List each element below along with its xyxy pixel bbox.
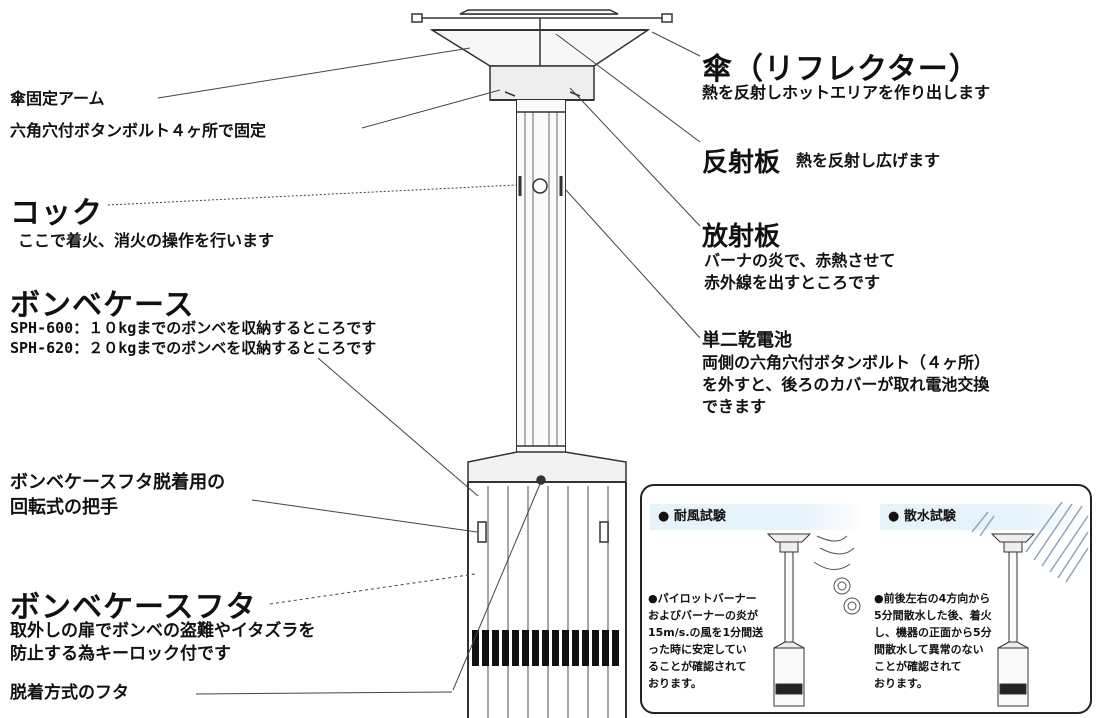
leader-handle (251, 499, 478, 533)
wind-test-desc: ●パイロットバーナー およびバーナーの炎が 15m/s.の風を1分間送 った時に… (648, 590, 763, 692)
leader-case (317, 357, 479, 497)
wind-test-header: ● 耐風試験 (650, 504, 864, 530)
wind-desc-line-5: ることが確認されて (648, 660, 747, 673)
test-illustrations (766, 501, 1089, 707)
heater-top-cap (411, 9, 673, 23)
wind-icon (813, 535, 861, 615)
mini-heater-water (990, 533, 1036, 707)
leader-reflector (555, 33, 701, 143)
case-line-sph620: SPH-620：２０kgまでのボンベを収納するところです (10, 339, 377, 357)
lid-desc-line-1: 取外しの扉でボンベの盗難やイタズラを (10, 621, 316, 641)
water-desc-line-5: ことが確認されて (874, 660, 962, 673)
heater-pole (516, 100, 566, 452)
radiator-title: 放射板 (702, 222, 781, 252)
leader-arm (157, 47, 471, 99)
handle-desc: ボンベケースフタ脱着用の 回転式の把手 (10, 470, 225, 520)
water-desc-line-3: し、機器の正面から5分 (874, 626, 992, 639)
handle-desc-line-1: ボンベケースフタ脱着用の (10, 472, 226, 493)
battery-desc-line-3: できます (702, 397, 767, 416)
arm-title: 傘固定アーム (10, 89, 105, 108)
handle-desc-line-2: 回転式の把手 (10, 497, 118, 518)
bombe-case-top (467, 451, 627, 485)
cock-valve (518, 176, 563, 196)
leader-detach-2 (452, 483, 541, 691)
leader-umbrella (651, 31, 701, 57)
umbrella-title: 傘（リフレクター） (702, 52, 980, 87)
leader-bolt (361, 89, 501, 129)
battery-desc: 両側の六角穴付ボタンボルト（４ヶ所） を外すと、後ろのカバーが取れ電池交換 でき… (702, 352, 990, 418)
case-line-sph600: SPH-600：１０kgまでのボンベを収納するところです (10, 319, 377, 337)
detach-lid-label: 脱着方式のフタ (10, 683, 129, 703)
mini-heater-wind (766, 533, 812, 707)
cock-title: コック (10, 196, 103, 231)
reflector-desc: 熱を反射し広げます (796, 151, 941, 170)
leader-lines (107, 31, 701, 695)
leader-cock (107, 184, 517, 206)
water-test-desc: ●前後左右の4方向から 5分間散水した後、着火 し、機器の正面から5分 間散水し… (874, 590, 992, 692)
case-title: ボンベケース (10, 288, 195, 323)
lid-title: ボンベケースフタ (10, 590, 257, 625)
wind-desc-line-3: 15m/s.の風を1分間送 (648, 626, 764, 639)
water-desc-line-4: 間散水して異常のない (874, 643, 984, 656)
reflector-title: 反射板 (702, 148, 781, 178)
battery-desc-line-2: を外すと、後ろのカバーが取れ電池交換 (702, 375, 990, 394)
bombe-case-vents (472, 630, 619, 666)
radiator-desc-line-1: バーナの炎で、赤熱させて (704, 251, 896, 270)
water-spray-icon (971, 501, 1089, 583)
leader-detach (195, 691, 453, 695)
lid-desc: 取外しの扉でボンベの盗難やイタズラを 防止する為キーロック付です (10, 620, 315, 666)
battery-title: 単二乾電池 (702, 330, 792, 351)
cock-desc: ここで着火、消火の操作を行います (18, 231, 275, 250)
leader-radiator (569, 87, 701, 227)
wind-desc-line-1: ●パイロットバーナー (648, 592, 757, 605)
arm-desc: 六角穴付ボタンボルト４ヶ所で固定 (10, 121, 267, 140)
test-results-panel: ● 耐風試験 ● 散水試験 (640, 484, 1092, 714)
radiator-desc-line-2: 赤外線を出すところです (704, 273, 881, 292)
leader-battery (565, 189, 701, 339)
radiator-desc: バーナの炎で、赤熱させて 赤外線を出すところです (704, 250, 895, 294)
bombe-case-body (467, 482, 627, 718)
reflector-box (489, 65, 595, 101)
water-desc-line-6: おります。 (874, 677, 928, 690)
wind-desc-line-6: おります。 (648, 677, 702, 690)
wind-desc-line-4: った時に安定してい (648, 643, 747, 656)
water-desc-line-1: ●前後左右の4方向から (874, 592, 991, 605)
battery-desc-line-1: 両側の六角穴付ボタンボルト（４ヶ所） (702, 353, 991, 372)
lid-desc-line-2: 防止する為キーロック付です (10, 644, 231, 664)
wind-desc-line-2: およびバーナーの炎が (648, 609, 758, 622)
case-lines: SPH-600：１０kgまでのボンベを収納するところです SPH-620：２０k… (10, 318, 376, 358)
umbrella-desc: 熱を反射しホットエリアを作り出します (702, 83, 991, 102)
leader-lid (269, 573, 476, 605)
water-desc-line-2: 5分間散水した後、着火 (874, 609, 992, 622)
